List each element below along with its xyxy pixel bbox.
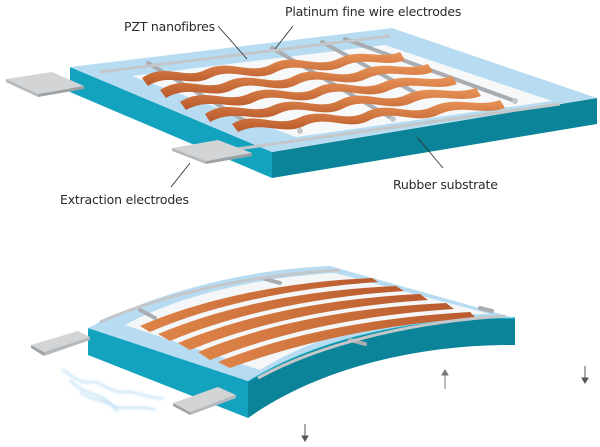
pzt-fibre [205,88,481,122]
wire-end [297,128,303,134]
pzt-fibre [142,52,405,86]
bent-pzt-fibre [198,303,454,360]
pzt-nanofibres [142,52,505,132]
bent-platinum-wire [478,306,494,313]
extraction-electrode-front [172,140,252,164]
label-pzt-nanofibres: PZT nanofibres [124,19,215,34]
platinum-rail-front [229,102,561,152]
bent-pzt-fibre [158,286,404,341]
bent-pzt-fibre [218,312,476,368]
bent-pzt-fibre [140,278,378,332]
bent-substrate-side-face [248,317,515,418]
leader-extraction [170,162,191,188]
bent-pzt-nanofibres [140,278,476,368]
extraction-electrode-back [6,72,84,97]
bent-platinum-wire [138,308,157,320]
arrow-down-icon [301,424,309,442]
pzt-fibre [160,64,433,98]
pzt-fibre [180,76,457,110]
leader-pzt [217,25,248,60]
leader-lines [170,25,444,188]
arrow-up-icon [441,369,449,389]
wire-end [390,116,396,122]
bent-pzt-fibre [178,294,428,350]
bent-platinum-rail-back [99,268,341,324]
label-rubber-substrate: Rubber substrate [393,177,498,192]
bent-extraction-electrode-back [31,331,90,356]
bent-platinum-rail-front [257,314,506,380]
platinum-rail-back [99,34,391,74]
bent-extraction-electrode-front [173,387,236,415]
flat-device [6,28,597,178]
label-platinum-wire-electrodes: Platinum fine wire electrodes [285,4,461,19]
arrow-down-icon [581,366,589,384]
bent-platinum-wire [263,277,282,285]
leader-platinum [274,25,294,50]
leader-rubber [416,136,444,169]
pzt-fibre [232,100,505,132]
wire-end [512,98,518,104]
bent-device [31,266,516,418]
substrate-side-face [272,98,597,178]
electric-spark-icon [61,369,165,413]
label-extraction-electrodes: Extraction electrodes [60,192,189,207]
